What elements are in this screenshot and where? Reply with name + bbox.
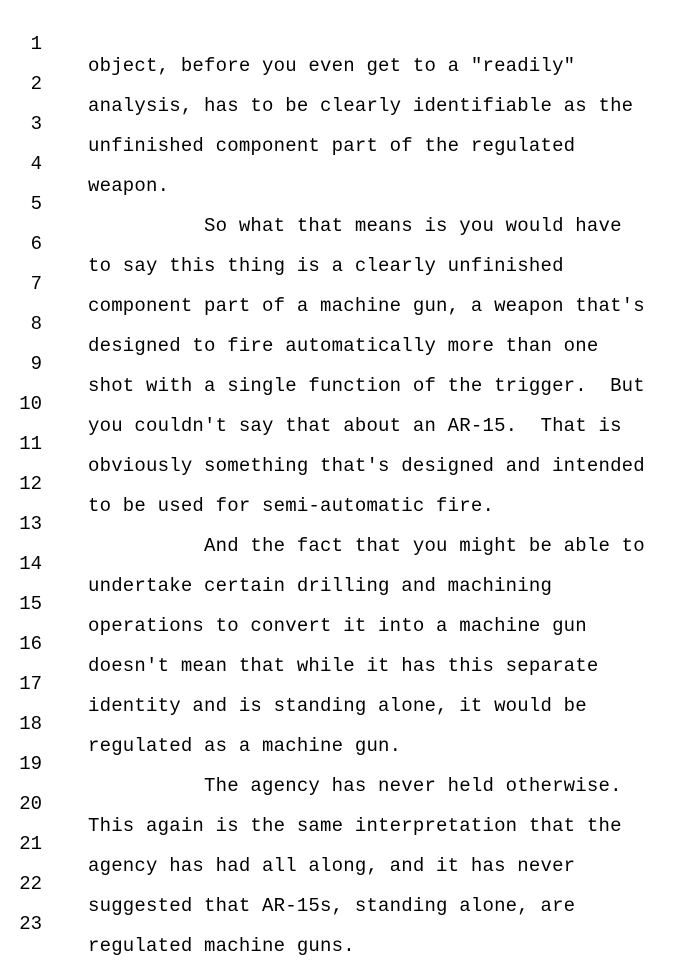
line-number: 6 (30, 233, 42, 255)
transcript-line: 6 to say this thing is a clearly unfinis… (0, 211, 682, 277)
line-number: 17 (19, 673, 42, 695)
line-number: 11 (19, 433, 42, 455)
line-number: 22 (19, 873, 42, 895)
line-number: 5 (30, 193, 42, 215)
line-text: doesn't mean that while it has this sepa… (88, 655, 599, 677)
transcript-page: 1 object, before you even get to a "read… (0, 11, 682, 957)
line-text: operations to convert it into a machine … (88, 615, 587, 637)
transcript-line: 12 to be used for semi-automatic fire. (0, 451, 682, 517)
transcript-line: 11 obviously something that's designed a… (0, 411, 682, 477)
transcript-line: 17 identity and is standing alone, it wo… (0, 651, 682, 717)
line-number: 10 (19, 393, 42, 415)
line-text: This again is the same interpretation th… (88, 815, 622, 837)
line-number: 1 (30, 33, 42, 55)
line-text: analysis, has to be clearly identifiable… (88, 95, 634, 117)
line-text: to be used for semi-automatic fire. (88, 495, 495, 517)
line-text: suggested that AR-15s, standing alone, a… (88, 895, 576, 917)
line-text: object, before you even get to a "readil… (88, 55, 576, 77)
line-text: identity and is standing alone, it would… (88, 695, 587, 717)
line-number: 15 (19, 593, 42, 615)
line-text: undertake certain drilling and machining (88, 575, 553, 597)
transcript-line: 1 object, before you even get to a "read… (0, 11, 682, 77)
line-number: 7 (30, 273, 42, 295)
line-number: 3 (30, 113, 42, 135)
line-number: 13 (19, 513, 42, 535)
transcript-line: 20 This again is the same interpretation… (0, 771, 682, 837)
line-number: 23 (19, 913, 42, 935)
line-text: regulated as a machine gun. (88, 735, 402, 757)
line-number: 9 (30, 353, 42, 375)
transcript-line: 9 shot with a single function of the tri… (0, 331, 682, 397)
line-text: unfinished component part of the regulat… (88, 135, 576, 157)
line-number: 20 (19, 793, 42, 815)
transcript-line: 21 agency has had all along, and it has … (0, 811, 682, 877)
line-text: The agency has never held otherwise. (88, 775, 622, 797)
transcript-line: 18 regulated as a machine gun. (0, 691, 682, 757)
transcript-line: 3 unfinished component part of the regul… (0, 91, 682, 157)
transcript-line: 22 suggested that AR-15s, standing alone… (0, 851, 682, 917)
line-text: component part of a machine gun, a weapo… (88, 295, 645, 317)
line-text: shot with a single function of the trigg… (88, 375, 645, 397)
transcript-line: 15 operations to convert it into a machi… (0, 571, 682, 637)
transcript-line: 5 So what that means is you would have (0, 171, 682, 237)
transcript-line: 13 And the fact that you might be able t… (0, 491, 682, 557)
line-number: 21 (19, 833, 42, 855)
transcript-line: 8 designed to fire automatically more th… (0, 291, 682, 357)
line-text: And the fact that you might be able to (88, 535, 645, 557)
transcript-line: 4 weapon. (0, 131, 682, 197)
line-number: 8 (30, 313, 42, 335)
line-text: regulated machine guns. (88, 935, 355, 957)
line-text: you couldn't say that about an AR-15. Th… (88, 415, 622, 437)
line-text: designed to fire automatically more than… (88, 335, 599, 357)
line-text: agency has had all along, and it has nev… (88, 855, 576, 877)
line-text: obviously something that's designed and … (88, 455, 645, 477)
line-text: to say this thing is a clearly unfinishe… (88, 255, 564, 277)
line-number: 18 (19, 713, 42, 735)
line-number: 19 (19, 753, 42, 775)
transcript-line: 19 The agency has never held otherwise. (0, 731, 682, 797)
line-number: 14 (19, 553, 42, 575)
line-number: 16 (19, 633, 42, 655)
transcript-line: 2 analysis, has to be clearly identifiab… (0, 51, 682, 117)
transcript-line: 23 regulated machine guns. (0, 891, 682, 957)
line-number: 12 (19, 473, 42, 495)
transcript-line: 7 component part of a machine gun, a wea… (0, 251, 682, 317)
line-number: 2 (30, 73, 42, 95)
transcript-line: 10 you couldn't say that about an AR-15.… (0, 371, 682, 437)
line-number: 4 (30, 153, 42, 175)
transcript-line: 16 doesn't mean that while it has this s… (0, 611, 682, 677)
line-text: So what that means is you would have (88, 215, 622, 237)
line-text: weapon. (88, 175, 170, 197)
transcript-line: 14 undertake certain drilling and machin… (0, 531, 682, 597)
